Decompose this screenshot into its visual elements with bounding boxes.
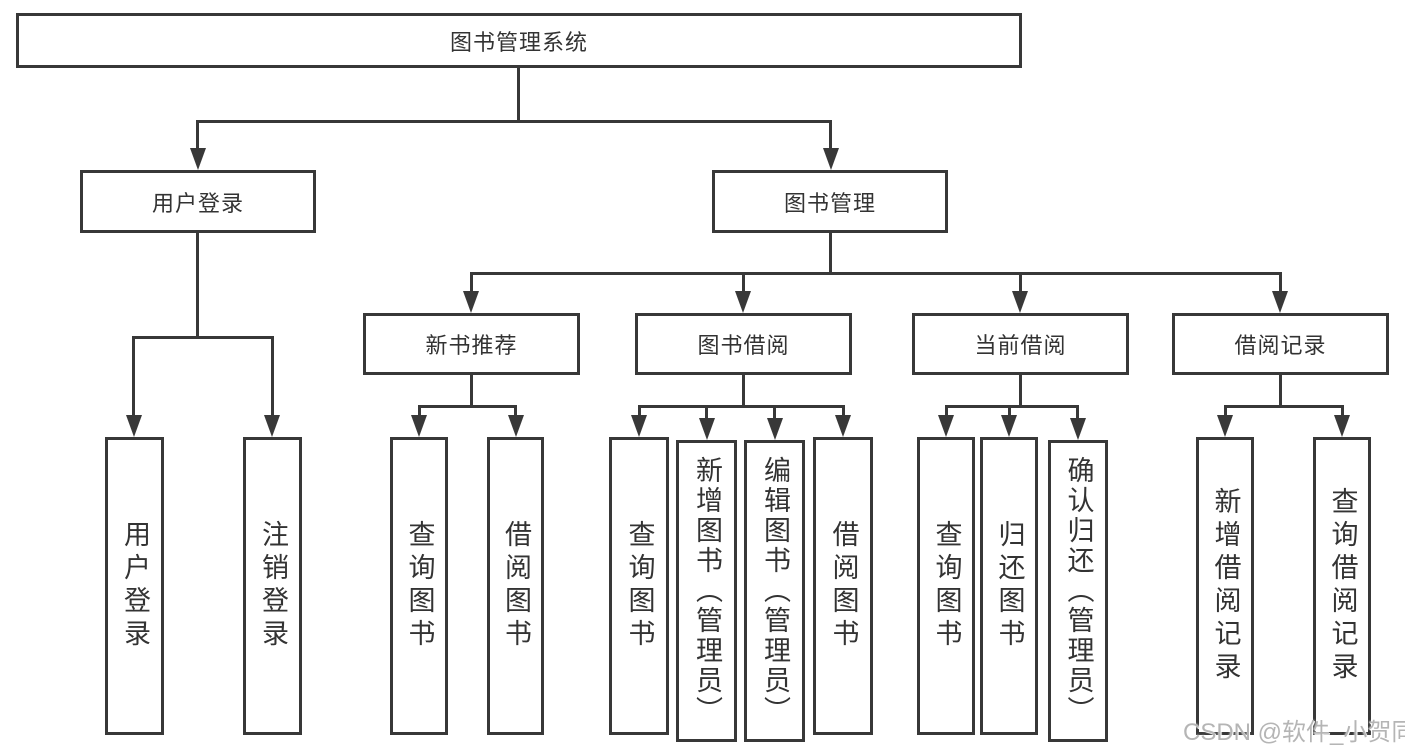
connector-stem (945, 405, 948, 417)
connector-bookmgmt-down (829, 233, 832, 275)
leaf-user-login: 用户登录 (105, 437, 164, 735)
arrowhead-down (835, 415, 851, 437)
connector-stem (1019, 272, 1022, 294)
connector-stem (1076, 405, 1079, 420)
leaf-borrow-books-recommend: 借阅图书 (487, 437, 544, 735)
leaf-query-books-recommend: 查询图书 (390, 437, 448, 735)
leaf-add-borrow-record: 新增借阅记录 (1196, 437, 1254, 735)
arrowhead-down (190, 148, 206, 170)
arrowhead-down (463, 291, 479, 313)
connector-stem (1341, 405, 1344, 417)
connector-stem (1279, 272, 1282, 294)
arrowhead-down (411, 415, 427, 437)
arrowhead-down (1217, 415, 1233, 437)
leaf-query-borrow-record: 查询借阅记录 (1313, 437, 1371, 735)
leaf-logout: 注销登录 (243, 437, 302, 735)
connector-stem (271, 336, 274, 418)
connector-group-down (1279, 375, 1282, 407)
connector-stem (418, 405, 421, 417)
arrowhead-down (1334, 415, 1350, 437)
connector-stem (132, 336, 135, 418)
connector-bookmgmt-stem (829, 120, 832, 152)
arrowhead-down (1012, 291, 1028, 313)
leaf-query-books-current: 查询图书 (917, 437, 975, 735)
arrowhead-down (938, 415, 954, 437)
connector-userlogin-hline (132, 336, 274, 339)
connector-userlogin-down (196, 233, 199, 336)
leaf-add-books-admin: 新增图书（管理员） (676, 440, 737, 742)
connector-stem (1008, 405, 1011, 417)
connector-hline (945, 405, 1079, 408)
connector-stem (470, 272, 473, 294)
arrowhead-down (823, 148, 839, 170)
leaf-query-books-borrowing: 查询图书 (609, 437, 669, 735)
arrowhead-down (126, 415, 142, 437)
connector-root-hline (196, 120, 832, 123)
leaf-edit-books-admin: 编辑图书（管理员） (744, 440, 805, 742)
node-book-borrowing: 图书借阅 (635, 313, 852, 375)
connector-stem (1224, 405, 1227, 417)
leaf-borrow-books-borrowing: 借阅图书 (813, 437, 873, 735)
connector-group-down (1019, 375, 1022, 407)
leaf-confirm-return-admin: 确认归还（管理员） (1048, 440, 1108, 742)
arrowhead-down (508, 415, 524, 437)
node-book-management: 图书管理 (712, 170, 948, 233)
connector-hline (1224, 405, 1344, 408)
arrowhead-down (1272, 291, 1288, 313)
connector-stem (773, 405, 776, 420)
node-current-borrowing: 当前借阅 (912, 313, 1129, 375)
arrowhead-down (1070, 418, 1086, 440)
connector-stem (514, 405, 517, 417)
arrowhead-down (735, 291, 751, 313)
connector-hline (638, 405, 845, 408)
connector-stem (842, 405, 845, 417)
node-user-login: 用户登录 (80, 170, 316, 233)
leaf-return-books: 归还图书 (980, 437, 1038, 735)
arrowhead-down (631, 415, 647, 437)
node-borrow-records: 借阅记录 (1172, 313, 1389, 375)
arrowhead-down (1001, 415, 1017, 437)
arrowhead-down (264, 415, 280, 437)
arrowhead-down (767, 418, 783, 440)
connector-groups-hline (470, 272, 1282, 275)
connector-userlogin-stem (196, 120, 199, 152)
node-new-book-recommend: 新书推荐 (363, 313, 580, 375)
connector-hline (418, 405, 517, 408)
connector-stem (638, 405, 641, 417)
connector-root-stem (517, 68, 520, 120)
node-library-system: 图书管理系统 (16, 13, 1022, 68)
arrowhead-down (699, 418, 715, 440)
csdn-watermark: CSDN @软件_小贺同学 (1183, 719, 1405, 746)
connector-group-down (742, 375, 745, 407)
connector-stem (705, 405, 708, 420)
connector-stem (742, 272, 745, 294)
connector-group-down (470, 375, 473, 407)
